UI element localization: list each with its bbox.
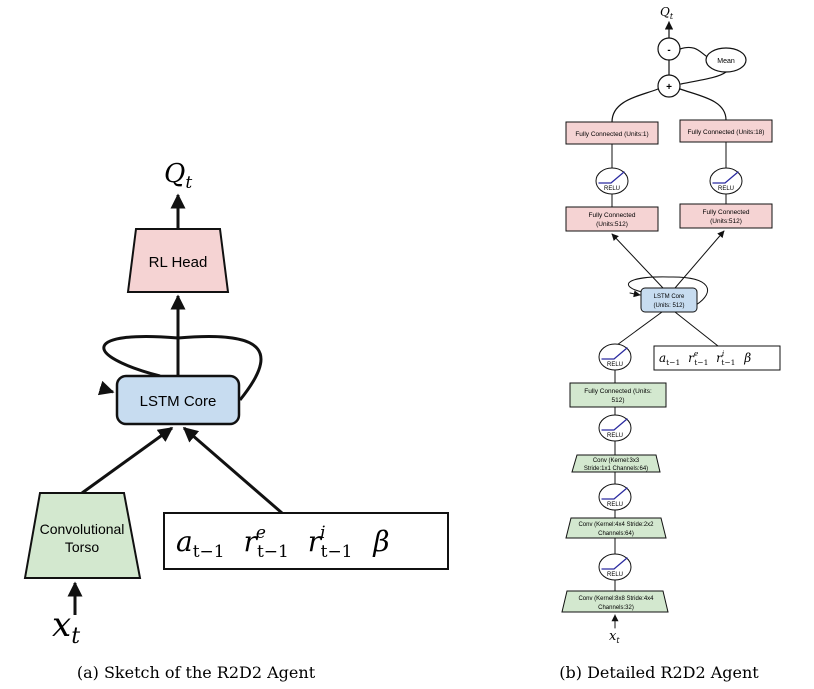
panel-b-lstm-core xyxy=(640,287,698,313)
panel-b-arrow-lstm-to-fc512r xyxy=(674,230,725,289)
panel-a-conv-torso xyxy=(23,492,142,579)
svg-text:RELU: RELU xyxy=(604,186,620,192)
panel-b-conv1 xyxy=(561,590,669,613)
panel-b-fc-units-18-label: Fully Connected (Units:18) xyxy=(688,129,765,136)
panel-b-fc512-left xyxy=(565,206,659,232)
panel-a-torso-line1: Convolutional xyxy=(40,521,125,537)
panel-b-plus-label: + xyxy=(666,82,672,93)
svg-text:RELU: RELU xyxy=(607,433,623,439)
svg-text:RELU: RELU xyxy=(718,186,734,192)
panel-a-rl-head xyxy=(126,228,230,293)
panel-a-input-label: xt xyxy=(52,605,80,649)
panel-a-sketch: Qt RL Head LSTM Core Convolutional Torso… xyxy=(23,159,449,682)
panel-b-conv3 xyxy=(571,454,661,473)
panel-b-relu-head-right: RELU xyxy=(709,167,743,195)
panel-a-arrow-torso-to-lstm xyxy=(81,426,174,495)
panel-b-relu-torso-3: RELU xyxy=(598,483,632,511)
panel-b-fc-units-1-label: Fully Connected (Units:1) xyxy=(575,131,648,138)
panel-b-detailed: Qt - Mean + Fully Connected (Units:1) Fu… xyxy=(559,5,781,682)
panel-a-torso-line2: Torso xyxy=(65,539,99,555)
panel-b-loop-arrowhead xyxy=(629,290,641,298)
panel-b-relu-torso-1: RELU xyxy=(598,343,632,371)
panel-b-fc1-to-plus xyxy=(611,88,659,123)
panel-b-conv2-l1: Conv (Kernel:4x4 Stride:2x2 xyxy=(578,522,654,528)
panel-b-input-label: xt xyxy=(609,629,620,645)
panel-b-fc18-to-plus xyxy=(679,88,727,121)
panel-b-lstm-l1: LSTM Core xyxy=(654,294,685,300)
panel-b-lstm-l2: (Units: 512) xyxy=(653,303,684,309)
panel-b-conv2-l2: Channels:64) xyxy=(598,531,634,537)
panel-a-caption: (a) Sketch of the R2D2 Agent xyxy=(77,663,316,682)
panel-b-fc512-left-l2: (Units:512) xyxy=(596,221,628,228)
panel-b-mean-to-minus xyxy=(679,46,707,57)
panel-b-relu-torso-2: RELU xyxy=(598,414,632,442)
panel-b-torso-fc-l1: Fully Connected (Units: xyxy=(584,388,652,395)
panel-b-minus-label: - xyxy=(667,45,670,56)
svg-text:RELU: RELU xyxy=(607,572,623,578)
panel-b-torso-fc xyxy=(569,382,667,408)
svg-text:RELU: RELU xyxy=(607,502,623,508)
panel-a-loop-arrowhead xyxy=(97,380,115,396)
panel-b-conv1-l2: Channels:32) xyxy=(598,605,634,611)
panel-b-conv2 xyxy=(565,517,667,539)
panel-b-output-label: Qt xyxy=(660,5,674,21)
panel-b-conv1-l1: Conv (Kernel:8x8 Stride:4x4 xyxy=(578,596,654,602)
svg-text:RELU: RELU xyxy=(607,362,623,368)
panel-b-line-extras-to-lstm xyxy=(674,311,719,347)
panel-a-lstm-label: LSTM Core xyxy=(140,393,217,410)
panel-b-conv3-l2: Stride:1x1 Channels:64) xyxy=(584,466,648,472)
panel-b-fc512-left-l1: Fully Connected xyxy=(589,212,636,219)
panel-a-extra-inputs-box xyxy=(163,512,449,570)
panel-a-recurrent-loop xyxy=(102,334,263,401)
panel-b-torso-fc-l2: 512) xyxy=(611,397,624,404)
panel-b-extra-inputs-box xyxy=(653,345,781,371)
panel-b-relu-torso-4: RELU xyxy=(598,553,632,581)
panel-b-arrow-lstm-to-fc512l xyxy=(611,233,664,289)
panel-a-rl-head-label: RL Head xyxy=(149,254,208,271)
panel-b-fc512-right xyxy=(679,203,773,229)
panel-b-fc512-right-l2: (Units:512) xyxy=(710,218,742,225)
panel-b-conv3-l1: Conv (Kernel:3x3 xyxy=(593,458,640,464)
panel-b-plus-to-mean xyxy=(680,71,727,85)
panel-a-arrow-extras-to-lstm xyxy=(182,426,283,515)
panel-b-caption: (b) Detailed R2D2 Agent xyxy=(559,663,759,682)
panel-b-line-relu-to-lstm xyxy=(616,311,663,346)
panel-b-relu-head-left: RELU xyxy=(595,167,629,195)
panel-a-lstm-core xyxy=(115,374,241,426)
panel-b-plus-node xyxy=(657,74,681,98)
panel-b-fc512-right-l1: Fully Connected xyxy=(703,209,750,216)
panel-a-output-label: Qt xyxy=(164,159,192,193)
panel-b-mean-label: Mean xyxy=(717,58,735,65)
panel-b-recurrent-loop xyxy=(628,276,709,306)
